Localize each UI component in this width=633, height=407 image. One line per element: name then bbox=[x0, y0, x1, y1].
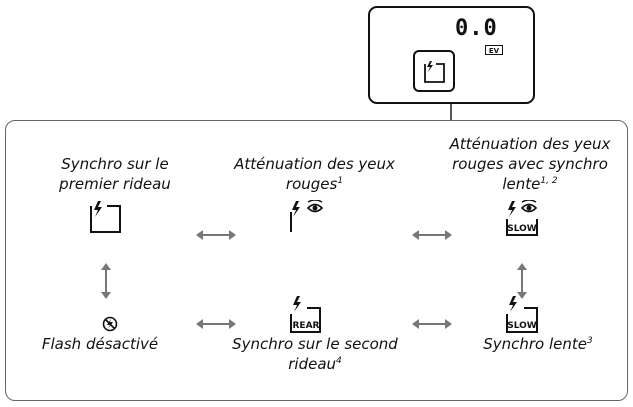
double-arrow-vertical-icon bbox=[101, 263, 111, 299]
label-flash-off: Flash désactivé bbox=[41, 335, 159, 353]
label-slow-sync: Synchro lente3 bbox=[483, 335, 593, 353]
lcd-exposure-value: 0.0 bbox=[455, 16, 498, 41]
double-arrow-icon bbox=[196, 230, 236, 240]
lcd-panel: 0.0 EV bbox=[368, 6, 535, 104]
double-arrow-icon bbox=[412, 230, 452, 240]
flash-front-curtain-icon bbox=[90, 201, 121, 233]
red-eye-slow-icon: SLOW bbox=[506, 200, 538, 236]
flash-mode-diagram bbox=[5, 120, 628, 401]
label-red-eye: Atténuation des yeux rouges1 bbox=[234, 155, 395, 193]
flash-off-icon bbox=[102, 316, 118, 332]
lcd-flash-mode-frame bbox=[413, 50, 455, 92]
slow-tag: SLOW bbox=[507, 224, 537, 234]
red-eye-icon bbox=[290, 200, 324, 232]
rear-curtain-icon: REAR bbox=[290, 296, 321, 333]
double-arrow-vertical-icon bbox=[517, 263, 527, 299]
rear-tag: REAR bbox=[293, 321, 320, 331]
label-front-curtain: Synchro sur le premier rideau bbox=[59, 155, 171, 193]
slow-tag: SLOW bbox=[507, 321, 537, 331]
callout-line bbox=[450, 104, 452, 121]
label-rear-curtain: Synchro sur le second rideau4 bbox=[232, 335, 398, 373]
double-arrow-icon bbox=[196, 319, 236, 329]
flash-mode-icon bbox=[424, 61, 445, 83]
lcd-flash-comp-badge: EV bbox=[485, 45, 503, 55]
double-arrow-icon bbox=[412, 319, 452, 329]
label-red-eye-slow: Atténuation des yeux rouges avec synchro… bbox=[449, 135, 611, 193]
slow-sync-icon: SLOW bbox=[506, 296, 538, 333]
